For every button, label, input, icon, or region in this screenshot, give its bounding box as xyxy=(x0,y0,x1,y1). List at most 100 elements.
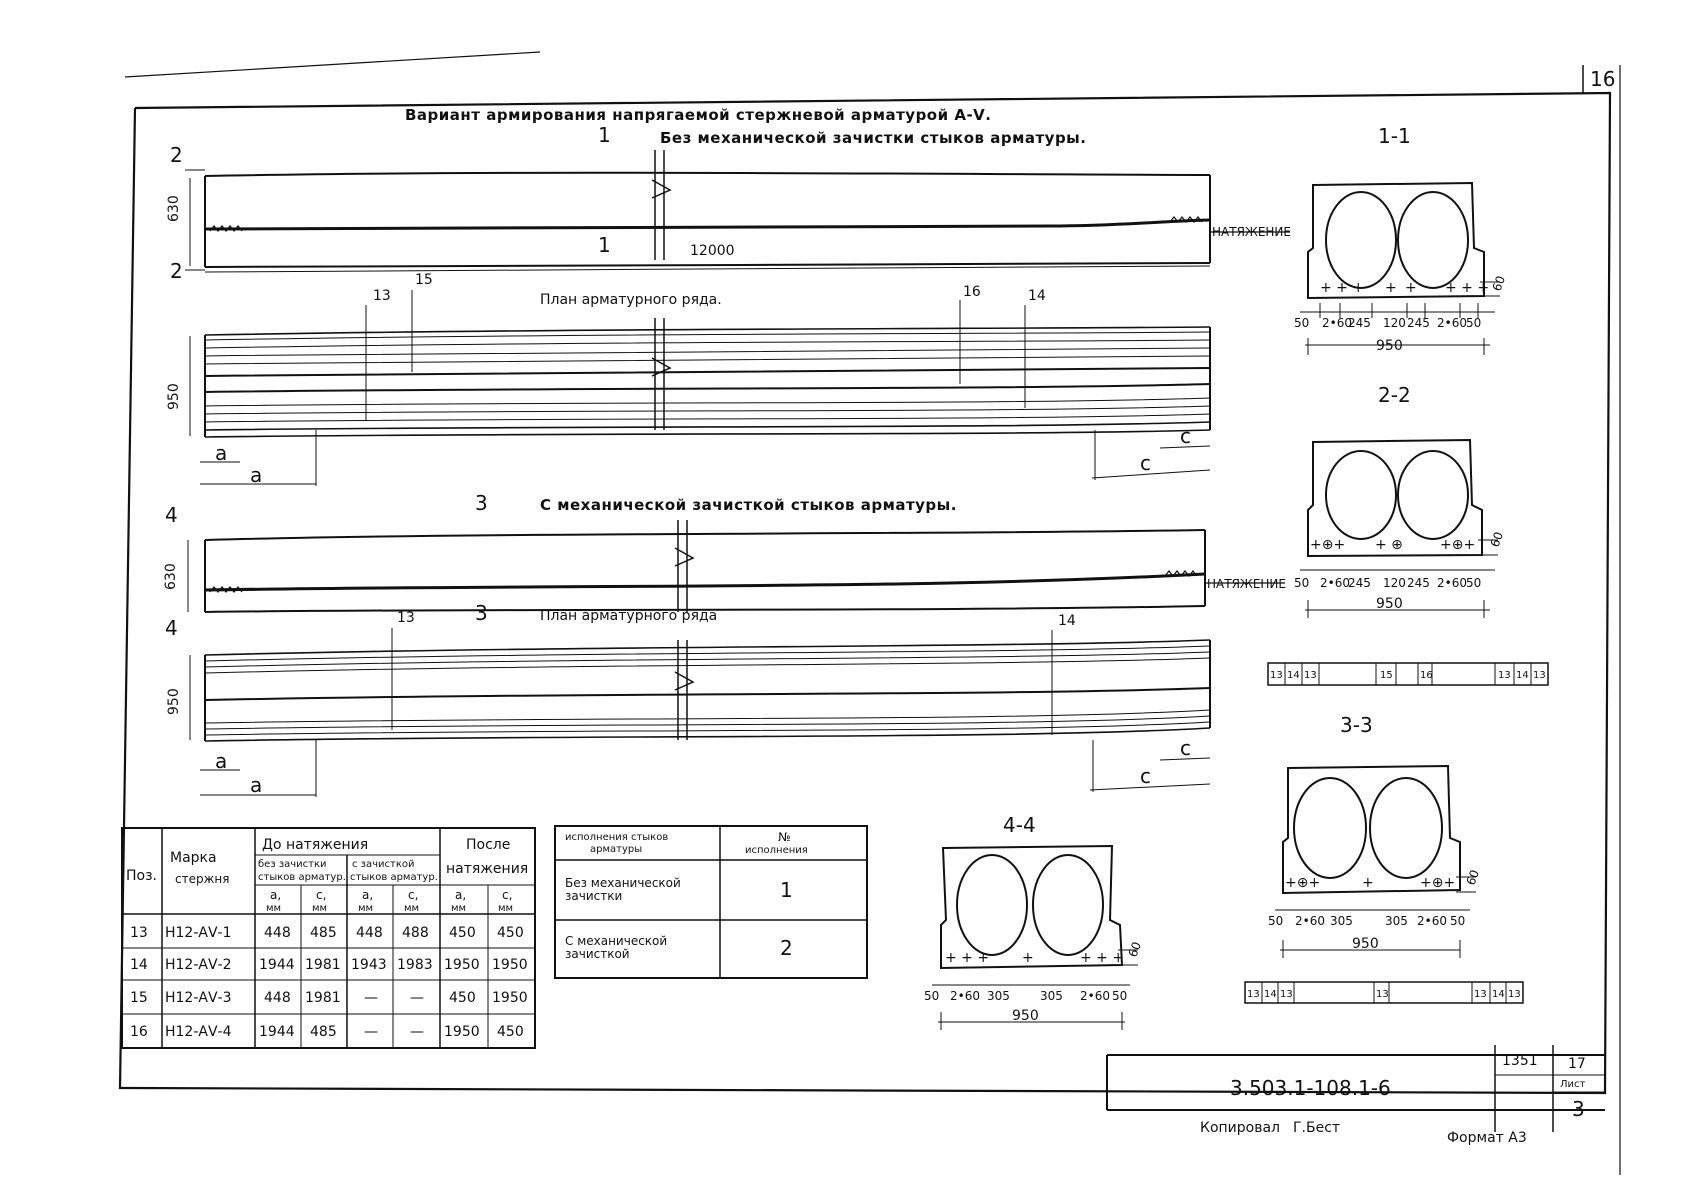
svg-text:+⊕+: +⊕+ xyxy=(1310,537,1345,553)
s11-dim-6: 50 xyxy=(1466,316,1481,330)
strip-1 xyxy=(1267,662,1549,686)
section-2-2-label: 2-2 xyxy=(1378,383,1411,407)
t1-r0-pos: 13 xyxy=(130,925,148,941)
t1-r1-c3: 1950 xyxy=(492,957,528,973)
dim-a-p2-short: a xyxy=(215,749,227,773)
t2-r2-n: 2 xyxy=(780,936,793,960)
t1-h-c1: c, xyxy=(316,888,326,902)
t1-r1-mark: Н12-АⅤ-2 xyxy=(165,957,232,973)
s22-dim-3: 120 xyxy=(1383,576,1406,590)
t1-r0-a2: 448 xyxy=(356,925,383,941)
s22-dim-1: 2•60 xyxy=(1320,576,1350,590)
dim-630-b2: 630 xyxy=(163,563,179,590)
tension-label-2: НАТЯЖЕНИЕ xyxy=(1207,577,1286,591)
s22-dim-0: 50 xyxy=(1294,576,1309,590)
t1-h-mark-1: Марка xyxy=(170,850,217,866)
s22-dim-6: 50 xyxy=(1466,576,1481,590)
t1-h-a1: a, xyxy=(270,888,281,902)
s22-total: 950 xyxy=(1376,596,1403,612)
strip-2 xyxy=(1244,981,1524,1004)
variant2-title: С механической зачисткой стыков арматуры… xyxy=(540,496,957,514)
t1-r3-a3: 1950 xyxy=(444,1024,480,1040)
t1-r2-mark: Н12-АⅤ-3 xyxy=(165,990,232,1006)
t2-h2-2: исполнения xyxy=(745,845,808,856)
callout-13-a: 13 xyxy=(373,288,391,304)
dim-c-p1-long: c xyxy=(1140,451,1151,475)
dim-a-p1-short: a xyxy=(215,441,227,465)
s44-dim-2: 305 xyxy=(987,989,1010,1003)
dim-a-p1-long: a xyxy=(250,463,262,487)
t2-r1-n: 1 xyxy=(780,878,793,902)
t1-r0-c2: 488 xyxy=(402,925,429,941)
svg-text:+ + +: + + + xyxy=(1320,280,1364,296)
s22-dim-2: 245 xyxy=(1348,576,1371,590)
sheet-frame xyxy=(118,51,1621,1175)
beam-1-elevation xyxy=(185,150,1290,273)
svg-text:+: + xyxy=(1022,950,1034,966)
beam-2-elevation xyxy=(187,520,1285,613)
stamp-list-num: 3 xyxy=(1572,1097,1585,1121)
dim-c-p1-short: c xyxy=(1180,424,1191,448)
t1-h-before: До натяжения xyxy=(262,837,368,853)
t1-h-c2: c, xyxy=(408,888,418,902)
sec-mark-4-bot: 4 xyxy=(165,616,178,640)
plan-1 xyxy=(189,290,1211,486)
joint-table xyxy=(554,825,868,979)
t1-r3-c3: 450 xyxy=(497,1024,524,1040)
svg-text:+⊕+: +⊕+ xyxy=(1285,875,1320,891)
svg-text:+: + xyxy=(1385,280,1397,296)
plan-label-1: План арматурного ряда. xyxy=(540,292,722,308)
sec-mark-1-bot: 1 xyxy=(598,233,611,257)
s11-dim-5: 2•60 xyxy=(1437,316,1467,330)
t1-h-noclean-2: стыков арматур. xyxy=(258,872,346,883)
s33-dim-0: 50 xyxy=(1268,914,1283,928)
strip2-5: 14 xyxy=(1492,989,1505,1000)
s44-dim-4: 2•60 xyxy=(1080,989,1110,1003)
section-1-1-label: 1-1 xyxy=(1378,124,1411,148)
t1-r0-c3: 450 xyxy=(497,925,524,941)
tension-label-1: НАТЯЖЕНИЕ xyxy=(1212,225,1291,239)
strip1-5: 13 xyxy=(1498,670,1511,681)
t1-r3-pos: 16 xyxy=(130,1024,148,1040)
t1-h-noclean-1: без зачистки xyxy=(258,859,327,870)
s22-dim-4: 245 xyxy=(1407,576,1430,590)
t1-h-clean-1: с зачисткой xyxy=(352,859,415,870)
s44-dim-1: 2•60 xyxy=(950,989,980,1003)
t1-h-mm-c1: мм xyxy=(312,903,327,914)
svg-text:+ + +: + + + xyxy=(1445,280,1489,296)
dim-950-p2: 950 xyxy=(166,688,182,715)
t1-r2-pos: 15 xyxy=(130,990,148,1006)
dim-length-b1: 12000 xyxy=(690,243,735,259)
s22-dim-5: 2•60 xyxy=(1437,576,1467,590)
callout-13-b: 13 xyxy=(397,610,415,626)
t1-h-mm-c2: мм xyxy=(404,903,419,914)
s33-dim-3: 305 xyxy=(1385,914,1408,928)
strip1-4: 16 xyxy=(1420,670,1433,681)
t1-r2-c1: 1981 xyxy=(305,990,341,1006)
t2-r2-2: зачисткой xyxy=(565,947,630,961)
t1-r1-c2: 1983 xyxy=(397,957,433,973)
sec-mark-2-top: 2 xyxy=(170,143,183,167)
t2-h1-1: исполнения стыков xyxy=(565,832,668,843)
dim-c-p2-short: c xyxy=(1180,736,1191,760)
s33-dim-5: 50 xyxy=(1450,914,1465,928)
svg-text:+: + xyxy=(1405,280,1417,296)
t2-r1-2: зачистки xyxy=(565,889,622,903)
sec-mark-4-top: 4 xyxy=(165,503,178,527)
table-row: 16 Н12-АⅤ-4 1944 485 — — 1950 450 xyxy=(130,1024,524,1040)
copied-by-label: Копировал xyxy=(1200,1120,1280,1136)
s11-total: 950 xyxy=(1376,338,1403,354)
s44-dim-5: 50 xyxy=(1112,989,1127,1003)
strip2-0: 13 xyxy=(1247,989,1260,1000)
t1-r2-c2: — xyxy=(410,990,424,1006)
strip2-2: 13 xyxy=(1280,989,1293,1000)
section-3-3-label: 3-3 xyxy=(1340,713,1373,737)
strip1-0: 13 xyxy=(1270,670,1283,681)
sec-mark-3-bot: 3 xyxy=(475,601,488,625)
svg-text:+ + +: + + + xyxy=(1080,950,1124,966)
strip1-1: 14 xyxy=(1287,670,1300,681)
dim-630-b1: 630 xyxy=(166,195,182,222)
t1-r0-c1: 485 xyxy=(310,925,337,941)
s11-dim-2: 245 xyxy=(1348,316,1371,330)
strip2-1: 14 xyxy=(1264,989,1277,1000)
